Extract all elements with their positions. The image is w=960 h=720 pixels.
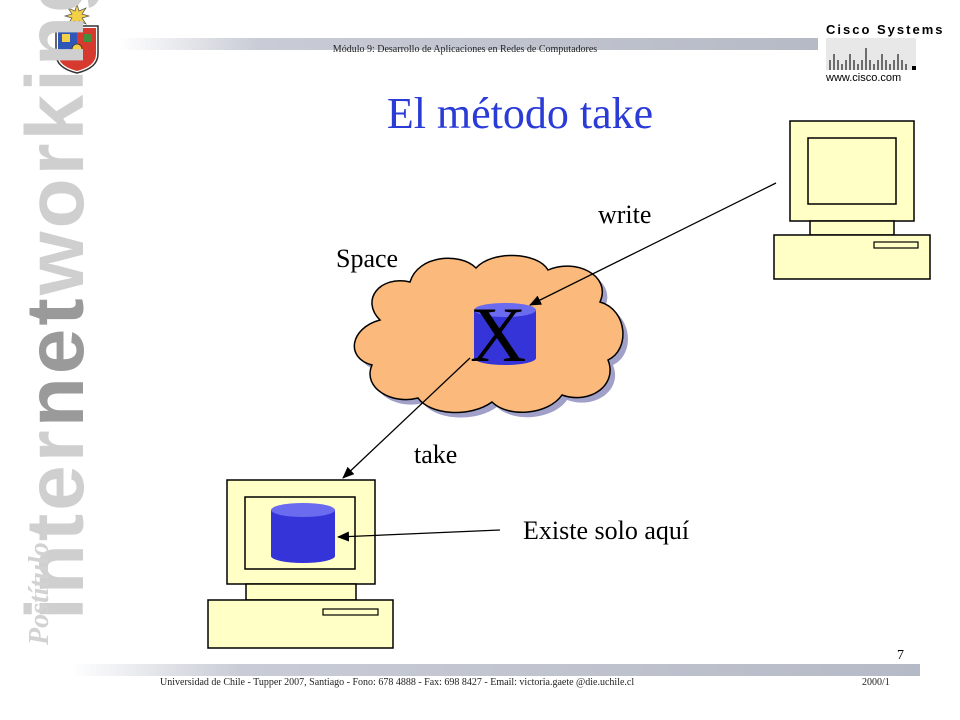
take-label: take [414,440,458,469]
footer-term: 2000/1 [862,677,890,688]
writer-computer [773,120,931,280]
footer-rule [70,664,920,676]
cisco-brand: Cisco Systems [826,22,945,37]
taker-computer [207,479,394,649]
write-arrow [529,182,777,306]
cisco-url: www.cisco.com [826,72,902,84]
space-label: Space [336,244,399,273]
local-entry-cylinder [271,503,335,563]
slide-title: El método take [386,89,654,138]
university-crest-icon [55,2,99,74]
page-number: 7 [897,648,904,663]
take-arrow [342,357,471,479]
entry-mark: X [470,291,527,378]
exists-label: Existe solo aquí [523,516,690,545]
write-label: write [598,200,652,229]
cisco-bars-icon [826,38,916,70]
exists-pointer-arrow [337,529,501,542]
module-caption: Módulo 9: Desarrollo de Aplicaciones en … [332,44,598,55]
header-rule [118,38,818,50]
space-entry-cylinder [474,303,536,365]
footer-institution: Universidad de Chile - Tupper 2007, Sant… [160,677,635,688]
